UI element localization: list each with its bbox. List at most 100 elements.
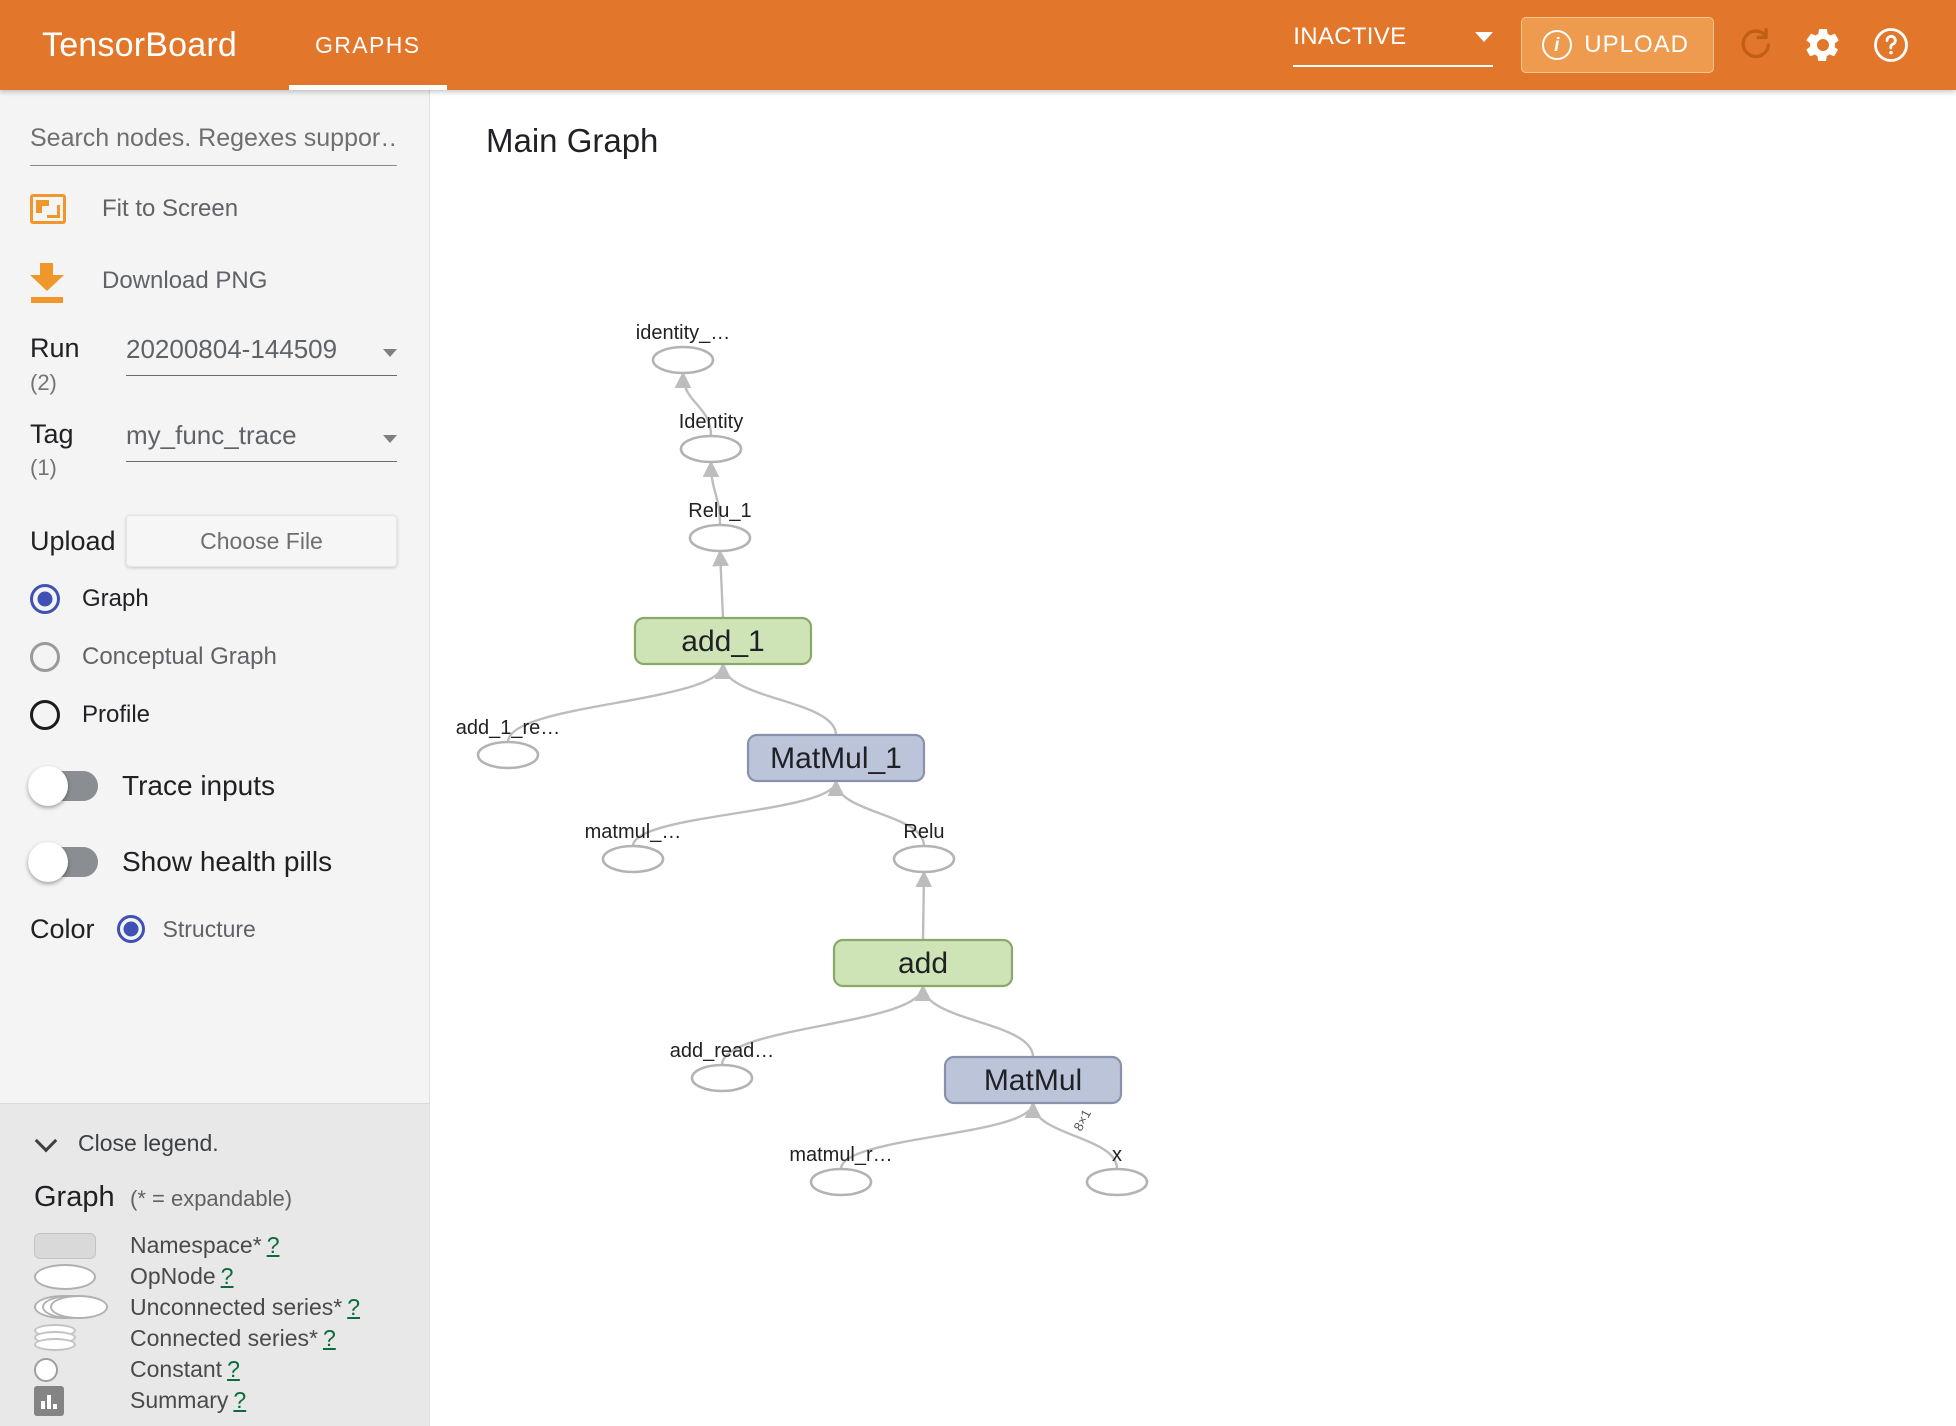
legend-panel: Close legend. Graph (* = expandable) Nam… <box>0 1103 429 1426</box>
run-dropdown[interactable]: 20200804-144509 <box>126 334 397 376</box>
upload-field: Upload Choose File <box>0 515 429 568</box>
upload-button[interactable]: i UPLOAD <box>1521 17 1714 73</box>
tag-label-group: Tag (1) <box>30 418 126 482</box>
opnode-shape <box>688 523 752 553</box>
help-link-namespace[interactable]: ? <box>266 1232 280 1258</box>
help-link-constant[interactable]: ? <box>227 1356 240 1382</box>
legend-header: Graph (* = expandable) <box>30 1181 399 1214</box>
refresh-icon[interactable] <box>1728 18 1782 72</box>
legend-item-namespace: Namespace*? <box>30 1230 399 1261</box>
graph-node-Relu[interactable]: Relu <box>892 821 956 874</box>
radio-structure-label: Structure <box>162 915 256 942</box>
toggle-trace-inputs[interactable]: Trace inputs <box>0 755 429 817</box>
node-label: Relu_1 <box>688 500 751 522</box>
choose-file-button[interactable]: Choose File <box>126 515 397 568</box>
graph-edge <box>702 460 722 526</box>
edge-shape-label: 8×1 <box>1070 1107 1094 1134</box>
graph-edge <box>674 371 713 437</box>
chevron-down-icon <box>1475 32 1494 42</box>
help-link-unconnected-series[interactable]: ? <box>347 1294 361 1320</box>
sidebar: Fit to Screen Download PNG Run (2) 20200… <box>0 90 430 1426</box>
graph-edges: 8×1 <box>506 371 1119 1170</box>
page-title: Main Graph <box>486 122 659 159</box>
toolbar-right-group: INACTIVE i UPLOAD <box>1293 17 1956 73</box>
opnode-glyph-icon <box>34 1263 130 1290</box>
namespace-node-shape <box>633 616 813 666</box>
opnode-shape <box>690 1063 754 1093</box>
graph-node-MatMul[interactable]: MatMul <box>943 1055 1123 1105</box>
radio-structure-indicator[interactable] <box>116 915 145 944</box>
legend-item-connected-series: Connected series*? <box>30 1323 399 1354</box>
tag-value: my_func_trace <box>126 419 297 450</box>
radio-conceptual-graph[interactable]: Conceptual Graph <box>0 631 429 683</box>
graph-edge <box>631 779 845 847</box>
opnode-shape <box>651 345 715 375</box>
legend-item-summary: Summary? <box>30 1385 399 1416</box>
graph-edge <box>1024 1101 1119 1170</box>
toggle-show-health-pills-label: Show health pills <box>122 846 333 878</box>
help-circle-icon[interactable] <box>1864 18 1918 72</box>
graph-node-x[interactable]: x <box>1085 1144 1149 1197</box>
graph-node-add_read[interactable]: add_read… <box>670 1040 775 1093</box>
download-png-button[interactable]: Download PNG <box>0 252 429 310</box>
opnode-shape <box>809 1167 873 1197</box>
graph-node-matmul_read[interactable]: matmul_r… <box>789 1144 893 1197</box>
radio-graph-label: Graph <box>82 585 149 613</box>
opnode-shape <box>1085 1167 1149 1197</box>
graph-node-add_1[interactable]: add_1 <box>633 616 813 666</box>
graph-edge <box>839 1101 1042 1170</box>
download-icon <box>30 263 76 303</box>
graph-node-matmul_read_1[interactable]: matmul_… <box>585 821 682 874</box>
radio-conceptual-graph-label: Conceptual Graph <box>82 643 277 671</box>
upload-button-label: UPLOAD <box>1584 31 1689 58</box>
reload-status-value: INACTIVE <box>1293 23 1407 50</box>
graph-node-add_1_read[interactable]: add_1_re… <box>456 717 561 770</box>
radio-graph[interactable]: Graph <box>0 573 429 625</box>
radio-profile[interactable]: Profile <box>0 689 429 741</box>
help-link-opnode[interactable]: ? <box>220 1263 234 1289</box>
close-legend-button[interactable]: Close legend. <box>30 1129 399 1157</box>
tab-bar: GRAPHS <box>288 0 447 90</box>
toggle-show-health-pills[interactable]: Show health pills <box>0 831 429 893</box>
graph-node-MatMul_1[interactable]: MatMul_1 <box>746 733 926 783</box>
upload-label: Upload <box>30 525 116 556</box>
reload-status-select[interactable]: INACTIVE <box>1293 23 1494 67</box>
toggle-show-health-pills-switch <box>28 842 98 883</box>
tag-field: Tag (1) my_func_trace <box>0 418 429 482</box>
gear-icon[interactable] <box>1796 18 1850 72</box>
run-value: 20200804-144509 <box>126 334 338 364</box>
sidebar-controls: Fit to Screen Download PNG Run (2) 20200… <box>0 90 429 1103</box>
opnode-shape <box>476 740 540 770</box>
opnode-shape <box>601 844 665 874</box>
close-legend-label: Close legend. <box>78 1130 219 1156</box>
tab-graphs-label: GRAPHS <box>314 31 421 58</box>
opnode-shape <box>892 844 956 874</box>
graph-edge <box>712 549 730 619</box>
toggle-trace-inputs-switch <box>28 766 98 807</box>
tag-dropdown[interactable]: my_func_trace <box>126 420 397 462</box>
graph-edge <box>714 662 838 736</box>
tab-graphs[interactable]: GRAPHS <box>288 0 447 90</box>
graph-node-Identity[interactable]: Identity <box>679 411 743 464</box>
graph-node-identity_out[interactable]: identity_… <box>636 322 731 375</box>
tag-label: Tag <box>30 418 74 449</box>
node-label: MatMul_1 <box>770 742 902 775</box>
node-label: Identity <box>679 411 743 433</box>
search-input[interactable] <box>30 124 397 166</box>
node-label: add_1 <box>681 625 764 658</box>
help-link-summary[interactable]: ? <box>233 1387 247 1413</box>
legend-item-unconnected-series: Unconnected series*? <box>30 1292 399 1323</box>
help-link-connected-series[interactable]: ? <box>322 1325 336 1351</box>
constant-glyph-icon <box>34 1357 130 1382</box>
node-label: add_read… <box>670 1040 775 1062</box>
legend-note: (* = expandable) <box>130 1186 293 1211</box>
chevron-down-icon <box>34 1129 58 1152</box>
fit-to-screen-button[interactable]: Fit to Screen <box>0 180 429 238</box>
graph-node-add[interactable]: add <box>832 938 1014 988</box>
color-label: Color <box>30 913 95 944</box>
app-body: Fit to Screen Download PNG Run (2) 20200… <box>0 90 1956 1426</box>
radio-conceptual-graph-indicator <box>30 642 60 673</box>
graph-node-Relu_1[interactable]: Relu_1 <box>688 500 752 553</box>
